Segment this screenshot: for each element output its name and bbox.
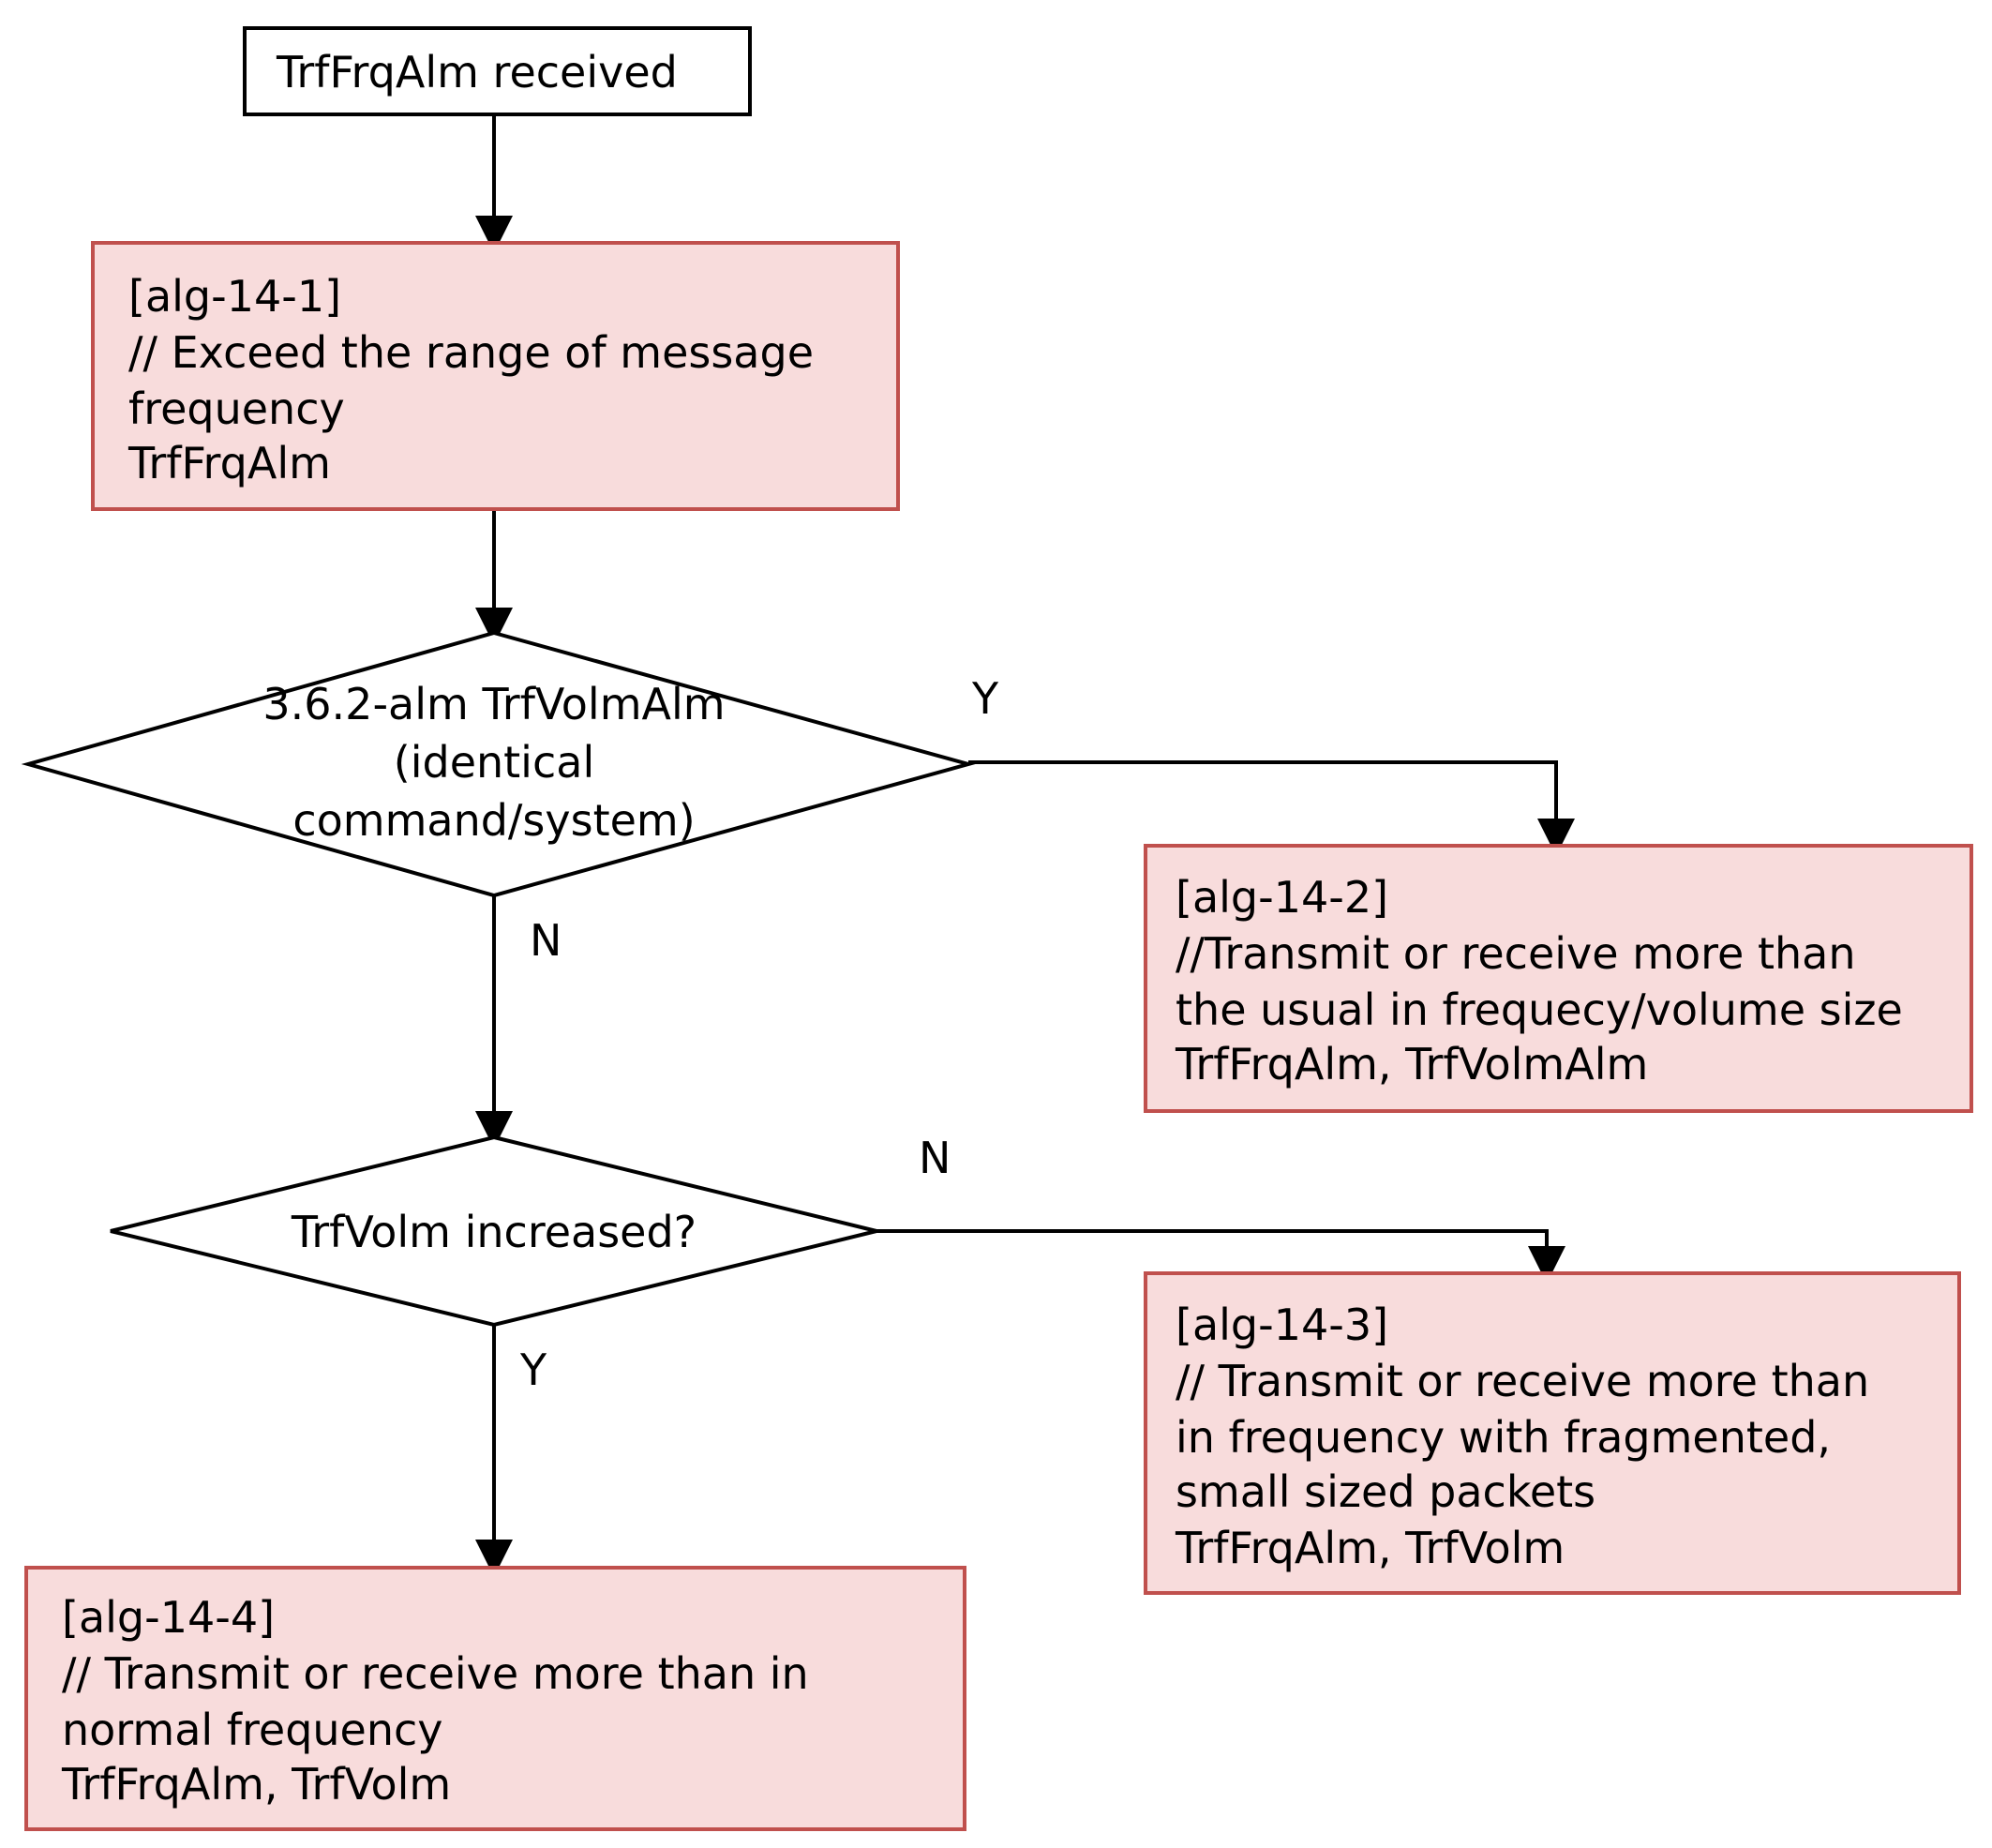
decision-1-no-label: N	[530, 915, 562, 966]
arrow-decision-1-yes	[968, 760, 1575, 856]
alg-14-4-id: [alg-14-4]	[62, 1592, 276, 1643]
alg-14-3-comment-2: in frequency with fragmented,	[1176, 1412, 1832, 1463]
alg-14-1-comment: // Exceed the range of message	[128, 327, 814, 378]
alg-14-3-alarms: TrfFrqAlm, TrfVolm	[1176, 1523, 1565, 1573]
alg-14-1-box: [alg-14-1] // Exceed the range of messag…	[91, 241, 900, 511]
decision-2-no-label: N	[919, 1133, 951, 1183]
alg-14-2-box: [alg-14-2] //Transmit or receive more th…	[1144, 844, 1973, 1113]
start-box: TrfFrqAlm received	[243, 26, 752, 116]
alg-14-3-comment-3: small sized packets	[1176, 1466, 1596, 1517]
decision-1-line-1: 3.6.2-alm TrfVolmAlm	[262, 679, 726, 729]
decision-1-yes-label: Y	[972, 673, 999, 724]
alg-14-4-box: [alg-14-4] // Transmit or receive more t…	[24, 1566, 966, 1831]
alg-14-2-alarms: TrfFrqAlm, TrfVolmAlm	[1176, 1039, 1649, 1089]
alg-14-1-comment-2: frequency	[128, 383, 345, 434]
alg-14-2-id: [alg-14-2]	[1176, 872, 1389, 923]
alg-14-1-id: [alg-14-1]	[128, 271, 342, 322]
alg-14-4-comment-2: normal frequency	[62, 1705, 443, 1755]
alg-14-2-comment: //Transmit or receive more than	[1176, 928, 1856, 979]
decision-1-line-2: (identical	[393, 737, 595, 788]
decision-2-text: TrfVolm increased?	[291, 1207, 697, 1257]
alg-14-3-box: [alg-14-3] // Transmit or receive more t…	[1144, 1271, 1961, 1595]
decision-2-yes-label: Y	[520, 1345, 547, 1395]
alg-14-2-comment-2: the usual in frequecy/volume size	[1176, 984, 1903, 1035]
alg-14-3-comment: // Transmit or receive more than	[1176, 1356, 1870, 1406]
start-text: TrfFrqAlm received	[277, 47, 678, 98]
alg-14-4-comment: // Transmit or receive more than in	[62, 1648, 809, 1699]
arrow-decision-2-no	[876, 1229, 1565, 1284]
alg-14-4-alarms: TrfFrqAlm, TrfVolm	[62, 1759, 452, 1810]
decision-1-line-3: command/system)	[292, 795, 696, 846]
alg-14-1-alarms: TrfFrqAlm	[128, 438, 331, 488]
alg-14-3-id: [alg-14-3]	[1176, 1300, 1389, 1350]
